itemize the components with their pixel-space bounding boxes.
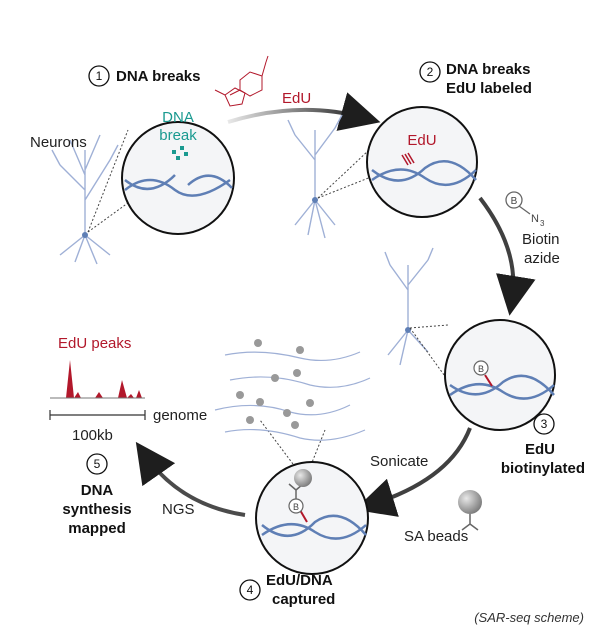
neuron-left-icon [51,134,119,265]
azide-symbol: N [531,213,539,225]
neuron-right-icon [384,247,434,366]
step4-label-line1: EdU/DNA [266,572,333,589]
dna-break-label-line1: DNA [162,109,194,126]
biotin-symbol-step3: B [478,364,484,374]
sonicate-label: Sonicate [370,453,428,470]
step-badges: 1 2 3 4 5 [86,61,555,601]
step2-label-line1: DNA breaks [446,61,530,78]
sa-beads-label: SA beads [404,528,468,545]
arrow-step2-to-step3 [478,196,536,316]
step3-label-line1: EdU [525,441,555,458]
edu-circle-label: EdU [407,132,436,149]
biotin-label: Biotin [522,231,560,248]
step5-number: 5 [94,457,101,471]
step4-label-line2: captured [272,591,335,608]
circle-step1: DNA break [121,109,235,235]
break-fragments-icon [172,146,188,160]
step5-label-line1: DNA [81,482,114,499]
step1-label: DNA breaks [116,68,200,85]
peak-shapes [55,360,142,398]
biotin-symbol-azide: B [511,196,518,207]
edu-arrow-label: EdU [282,90,311,107]
step2-label-line2: EdU labeled [446,80,532,97]
azide-label: azide [524,250,560,267]
bead-captured-icon [294,469,312,487]
scale-label: 100kb [72,427,113,444]
step2-number: 2 [427,65,434,79]
sheared-dna-fragments [214,339,371,441]
step3-number: 3 [541,417,548,431]
step3-label-line2: biotinylated [501,460,585,477]
ngs-label: NGS [162,501,195,518]
arrow-step4-to-step5 [135,441,246,517]
biotin-azide-icon: B N 3 [505,191,545,228]
step1-number: 1 [96,69,103,83]
sa-bead-icon [458,490,482,531]
cycle-arrows [135,92,536,517]
edu-molecule-icon [214,55,269,107]
genome-label: genome [153,407,207,424]
azide-subscript: 3 [540,219,545,228]
neuron-top-icon [287,114,343,239]
biotin-icon [473,360,489,376]
circle-step4: B [255,461,369,575]
edu-peaks-label: EdU peaks [58,335,131,352]
arrow-step1-to-step2 [227,92,381,131]
fragment-beads [236,339,314,429]
circle-step2: EdU [366,106,478,218]
edu-incorporation-icon [401,152,415,166]
step5-label-line3: mapped [68,520,126,537]
scheme-caption: (SAR-seq scheme) [474,610,584,625]
step5-label-line2: synthesis [62,501,131,518]
dna-break-label-line2: break [159,127,197,144]
circle-step3: B [444,319,556,431]
edu-peak-plot [49,360,146,420]
step4-number: 4 [247,583,254,597]
biotin-symbol-step4: B [293,502,299,512]
arrow-step3-to-step4 [354,427,472,517]
neurons-label: Neurons [30,134,87,151]
